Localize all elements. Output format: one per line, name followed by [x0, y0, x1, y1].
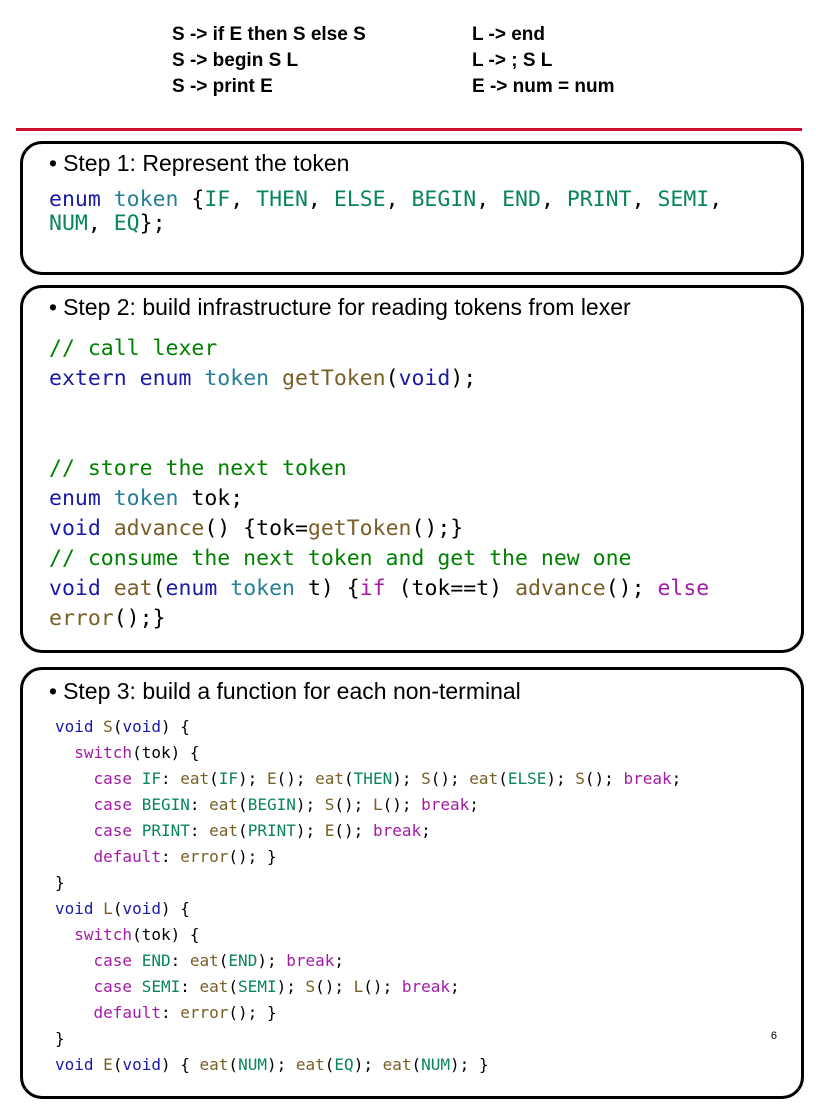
code-line: void S(void) {: [55, 717, 190, 736]
code-line: default: error(); }: [93, 1003, 277, 1022]
step2-code: // call lexer extern enum token getToken(…: [49, 334, 709, 634]
step3-title: •Step 3: build a function for each non-t…: [49, 678, 521, 705]
grammar-rule: S -> if E then S else S: [172, 24, 366, 45]
divider-line: [16, 128, 802, 131]
code-line: // consume the next token and get the ne…: [49, 546, 632, 571]
code-line: case BEGIN: eat(BEGIN); S(); L(); break;: [93, 795, 479, 814]
step3-title-text: Step 3: build a function for each non-te…: [63, 678, 521, 704]
code-line: case IF: eat(IF); E(); eat(THEN); S(); e…: [93, 769, 682, 788]
step2-title-text: Step 2: build infrastructure for reading…: [63, 294, 631, 320]
code-line: default: error(); }: [93, 847, 277, 866]
code-line: void E(void) { eat(NUM); eat(EQ); eat(NU…: [55, 1055, 489, 1074]
code-line: enum token {IF, THEN, ELSE, BEGIN, END, …: [49, 187, 723, 212]
step1-title-text: Step 1: Represent the token: [63, 150, 350, 176]
code-line: case PRINT: eat(PRINT); E(); break;: [93, 821, 431, 840]
step2-box: •Step 2: build infrastructure for readin…: [20, 285, 804, 653]
code-line: enum token tok;: [49, 486, 244, 511]
grammar-rule: L -> end: [472, 24, 546, 45]
code-line: // call lexer: [49, 336, 218, 361]
step1-code: enum token {IF, THEN, ELSE, BEGIN, END, …: [49, 188, 722, 236]
bullet: •: [49, 150, 58, 176]
grammar-rules: S -> if E then S else S S -> begin S L S…: [0, 22, 816, 112]
code-line: NUM, EQ};: [49, 211, 166, 236]
step3-code: void S(void) { switch(tok) { case IF: ea…: [55, 714, 681, 1078]
grammar-column-right: L -> end L -> ; S L E -> num = num: [472, 22, 615, 100]
code-line: // store the next token: [49, 456, 347, 481]
bullet: •: [49, 294, 58, 320]
bullet: •: [49, 678, 58, 704]
code-line: extern enum token getToken(void);: [49, 366, 477, 391]
code-line: void L(void) {: [55, 899, 190, 918]
step1-box: •Step 1: Represent the token enum token …: [20, 141, 804, 275]
grammar-rule: S -> print E: [172, 76, 273, 97]
grammar-rule: S -> begin S L: [172, 50, 299, 71]
code-line: }: [55, 873, 65, 892]
page-number: 6: [770, 1030, 777, 1042]
grammar-rule: E -> num = num: [472, 76, 615, 97]
code-line: case END: eat(END); break;: [93, 951, 345, 970]
code-line: switch(tok) {: [74, 925, 200, 944]
code-line: void eat(enum token t) {if (tok==t) adva…: [49, 576, 710, 601]
code-line: [49, 424, 709, 454]
code-line: void advance() {tok=getToken();}: [49, 516, 464, 541]
code-line: error();}: [49, 606, 166, 631]
code-line: case SEMI: eat(SEMI); S(); L(); break;: [93, 977, 460, 996]
code-line: }: [55, 1029, 65, 1048]
grammar-column-left: S -> if E then S else S S -> begin S L S…: [172, 22, 366, 100]
grammar-rule: L -> ; S L: [472, 50, 553, 71]
step3-box: •Step 3: build a function for each non-t…: [20, 667, 804, 1099]
code-line: [49, 394, 709, 424]
step2-title: •Step 2: build infrastructure for readin…: [49, 294, 631, 321]
step1-title: •Step 1: Represent the token: [49, 150, 349, 177]
code-line: switch(tok) {: [74, 743, 200, 762]
